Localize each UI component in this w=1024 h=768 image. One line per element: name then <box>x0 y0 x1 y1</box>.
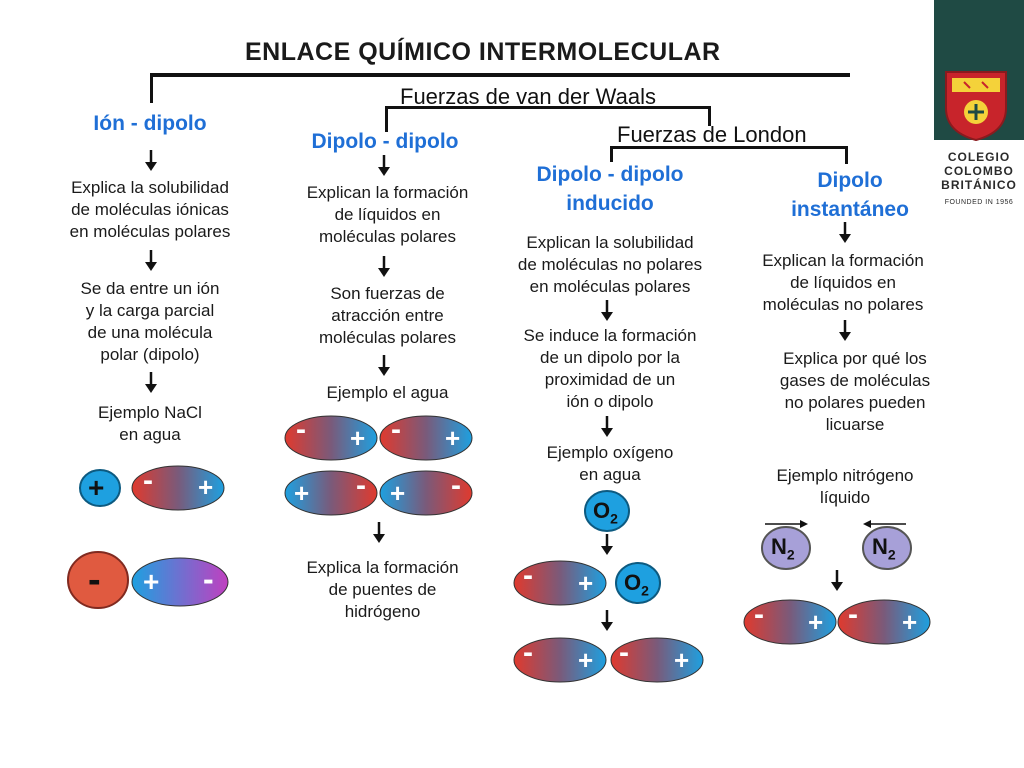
minus-symbol: - <box>143 464 153 497</box>
arrow-down-icon <box>378 355 390 376</box>
minus-symbol: - <box>88 559 101 601</box>
plus-symbol: + <box>198 472 214 502</box>
page-title: ENLACE QUÍMICO INTERMOLECULAR <box>245 38 721 66</box>
logo-line-1: COLEGIO <box>947 150 1011 164</box>
minus-symbol: - <box>391 413 401 446</box>
london-branch-line <box>610 146 847 149</box>
plus-symbol: + <box>294 478 310 508</box>
vdw-branch-line <box>385 106 710 109</box>
o2-label: O2 <box>593 498 618 527</box>
plus-symbol: + <box>143 566 160 597</box>
logo-founded: FOUNDED IN 1956 <box>944 199 1014 206</box>
heading-dipolo-dipolo: Dipolo - dipolo <box>311 130 459 153</box>
vdw-left-line <box>385 106 388 132</box>
minus-symbol: - <box>203 561 214 597</box>
arrow-down-icon <box>373 522 385 543</box>
plus-symbol: + <box>578 568 594 598</box>
n2-label: N2 <box>872 534 896 563</box>
arrow-down-icon <box>145 250 157 271</box>
plus-symbol: + <box>390 478 406 508</box>
dipolo-text-3: Ejemplo el agua <box>326 383 449 402</box>
london-right-line <box>845 146 848 164</box>
arrow-down-icon <box>601 610 613 631</box>
arrow-down-icon <box>839 222 851 243</box>
branch-ion-line <box>150 73 153 103</box>
minus-symbol: - <box>451 469 461 502</box>
minus-symbol: - <box>356 469 366 502</box>
arrow-down-icon <box>831 570 843 591</box>
plus-symbol: + <box>578 645 594 675</box>
arrow-down-icon <box>145 150 157 171</box>
minus-symbol: - <box>523 636 533 669</box>
minus-symbol: - <box>754 598 764 631</box>
plus-symbol: + <box>674 645 690 675</box>
arrow-down-icon <box>601 416 613 437</box>
arrow-down-icon <box>145 372 157 393</box>
london-left-line <box>610 146 613 162</box>
minus-symbol: - <box>523 559 533 592</box>
plus-symbol: + <box>808 607 824 637</box>
arrow-down-icon <box>601 300 613 321</box>
minus-symbol: - <box>619 636 629 669</box>
plus-symbol: + <box>350 423 366 453</box>
plus-symbol: + <box>445 423 461 453</box>
arrow-down-icon <box>378 256 390 277</box>
logo-line-3: BRITÁNICO <box>941 178 1017 192</box>
o2-label: O2 <box>624 570 649 599</box>
n2-label: N2 <box>771 534 795 563</box>
school-crest-icon <box>945 71 1007 142</box>
plus-symbol: + <box>902 607 918 637</box>
logo-line-2: COLOMBO <box>944 164 1014 178</box>
top-branch-line <box>150 73 850 77</box>
minus-symbol: - <box>296 413 306 446</box>
plus-symbol: + <box>88 472 105 503</box>
london-header: Fuerzas de London <box>617 122 807 147</box>
van-der-waals-header: Fuerzas de van der Waals <box>400 84 656 109</box>
minus-symbol: - <box>848 598 858 631</box>
arrow-down-icon <box>839 320 851 341</box>
arrow-down-icon <box>601 534 613 555</box>
heading-ion-dipolo: Ión - dipolo <box>93 112 207 135</box>
arrow-down-icon <box>378 155 390 176</box>
molecule-graphics <box>67 415 931 683</box>
vdw-right-line <box>708 106 711 126</box>
